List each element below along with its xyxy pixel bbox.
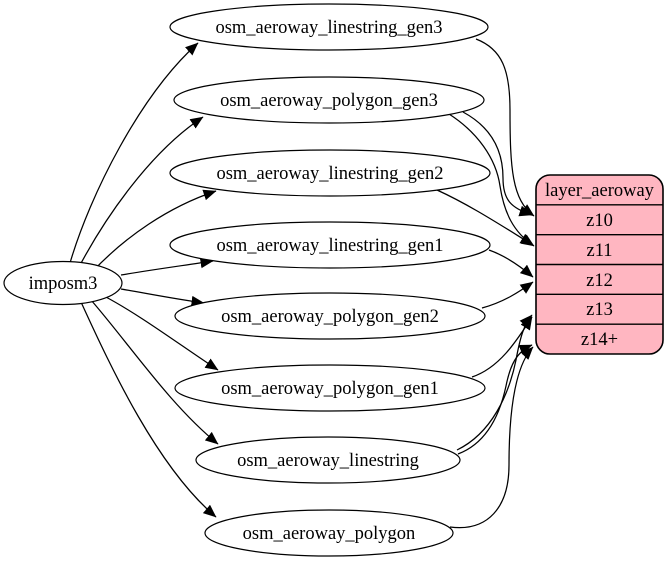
row-z13: z13: [586, 300, 613, 320]
edge-imposm3-to-osm-aeroway-polygon: [80, 301, 217, 518]
row-z11: z11: [586, 241, 612, 261]
edge-imposm3-to-osm-aeroway-linestring-gen2: [91, 189, 217, 273]
table-node-shape: [174, 364, 486, 412]
node-imposm3-shape: [3, 260, 123, 306]
node-osm-aeroway-linestring: osm_aeroway_linestring: [195, 436, 461, 484]
edge-imposm3-to-osm-aeroway-linestring-gen1: [120, 257, 214, 276]
layer-aeroway-title: layer_aeroway: [545, 181, 655, 201]
table-node-label: osm_aeroway_linestring_gen3: [215, 18, 442, 38]
node-osm-aeroway-polygon-gen1: osm_aeroway_polygon_gen1: [174, 364, 486, 412]
edge-imposm3-to-osm-aeroway-polygon-gen3: [78, 116, 204, 268]
table-node-shape: [195, 436, 461, 484]
edge-imposm3-to-osm-aeroway-polygon-gen1: [103, 295, 219, 371]
table-node-shape: [169, 149, 491, 197]
row-z10: z10: [586, 211, 613, 231]
node-imposm3: imposm3: [3, 260, 123, 306]
edge-imposm3-to-osm-aeroway-linestring: [90, 299, 219, 445]
edge-imposm3-to-osm-aeroway-polygon-gen2: [120, 288, 205, 307]
row-z14: z14+: [581, 330, 618, 350]
edge-linestring-to-z14: [457, 344, 533, 455]
table-node-shape: [173, 76, 485, 124]
edge-linestring-gen3-to-z10: [475, 38, 535, 217]
edge-polygon-gen1-to-z13: [471, 316, 533, 378]
table-node-label: osm_aeroway_linestring_gen1: [216, 236, 443, 256]
table-node-label: osm_aeroway_linestring: [237, 451, 419, 471]
edge-polygon-to-z14: [449, 346, 534, 529]
node-imposm3-label: imposm3: [29, 274, 98, 294]
edge-imposm3-to-osm-aeroway-linestring-gen3: [69, 42, 199, 264]
node-osm-aeroway-linestring-gen2: osm_aeroway_linestring_gen2: [169, 149, 491, 197]
table-node-shape: [169, 221, 491, 269]
edge-linestring-to-z13: [456, 314, 533, 451]
table-node-label: osm_aeroway_linestring_gen2: [216, 164, 443, 184]
edge-polygon-gen2-to-z12: [481, 281, 534, 309]
edges-from-source: [69, 42, 219, 518]
table-node-label: osm_aeroway_polygon: [243, 524, 416, 544]
node-osm-aeroway-linestring-gen1: osm_aeroway_linestring_gen1: [169, 221, 491, 269]
node-osm-aeroway-polygon: osm_aeroway_polygon: [204, 509, 454, 557]
table-node-shape: [174, 292, 486, 340]
edge-linestring-gen1-to-z12: [488, 249, 534, 278]
edge-polygon-gen3-to-z10: [462, 111, 533, 217]
node-osm-aeroway-linestring-gen3: osm_aeroway_linestring_gen3: [169, 3, 489, 51]
edges-to-layer: [436, 38, 535, 529]
table-node-shape: [204, 509, 454, 557]
node-layer-aeroway: layer_aeroway z10 z11 z12 z13 z14+: [535, 174, 664, 355]
table-node-label: osm_aeroway_polygon_gen2: [221, 307, 439, 327]
edge-linestring-gen2-to-z11: [436, 189, 534, 246]
node-osm-aeroway-polygon-gen3: osm_aeroway_polygon_gen3: [173, 76, 485, 124]
table-node-label: osm_aeroway_polygon_gen1: [221, 379, 439, 399]
table-node-label: osm_aeroway_polygon_gen3: [220, 91, 438, 111]
table-node-shape: [169, 3, 489, 51]
row-z12: z12: [586, 271, 613, 291]
node-osm-aeroway-polygon-gen2: osm_aeroway_polygon_gen2: [174, 292, 486, 340]
edge-polygon-gen3-to-z11: [448, 113, 535, 247]
